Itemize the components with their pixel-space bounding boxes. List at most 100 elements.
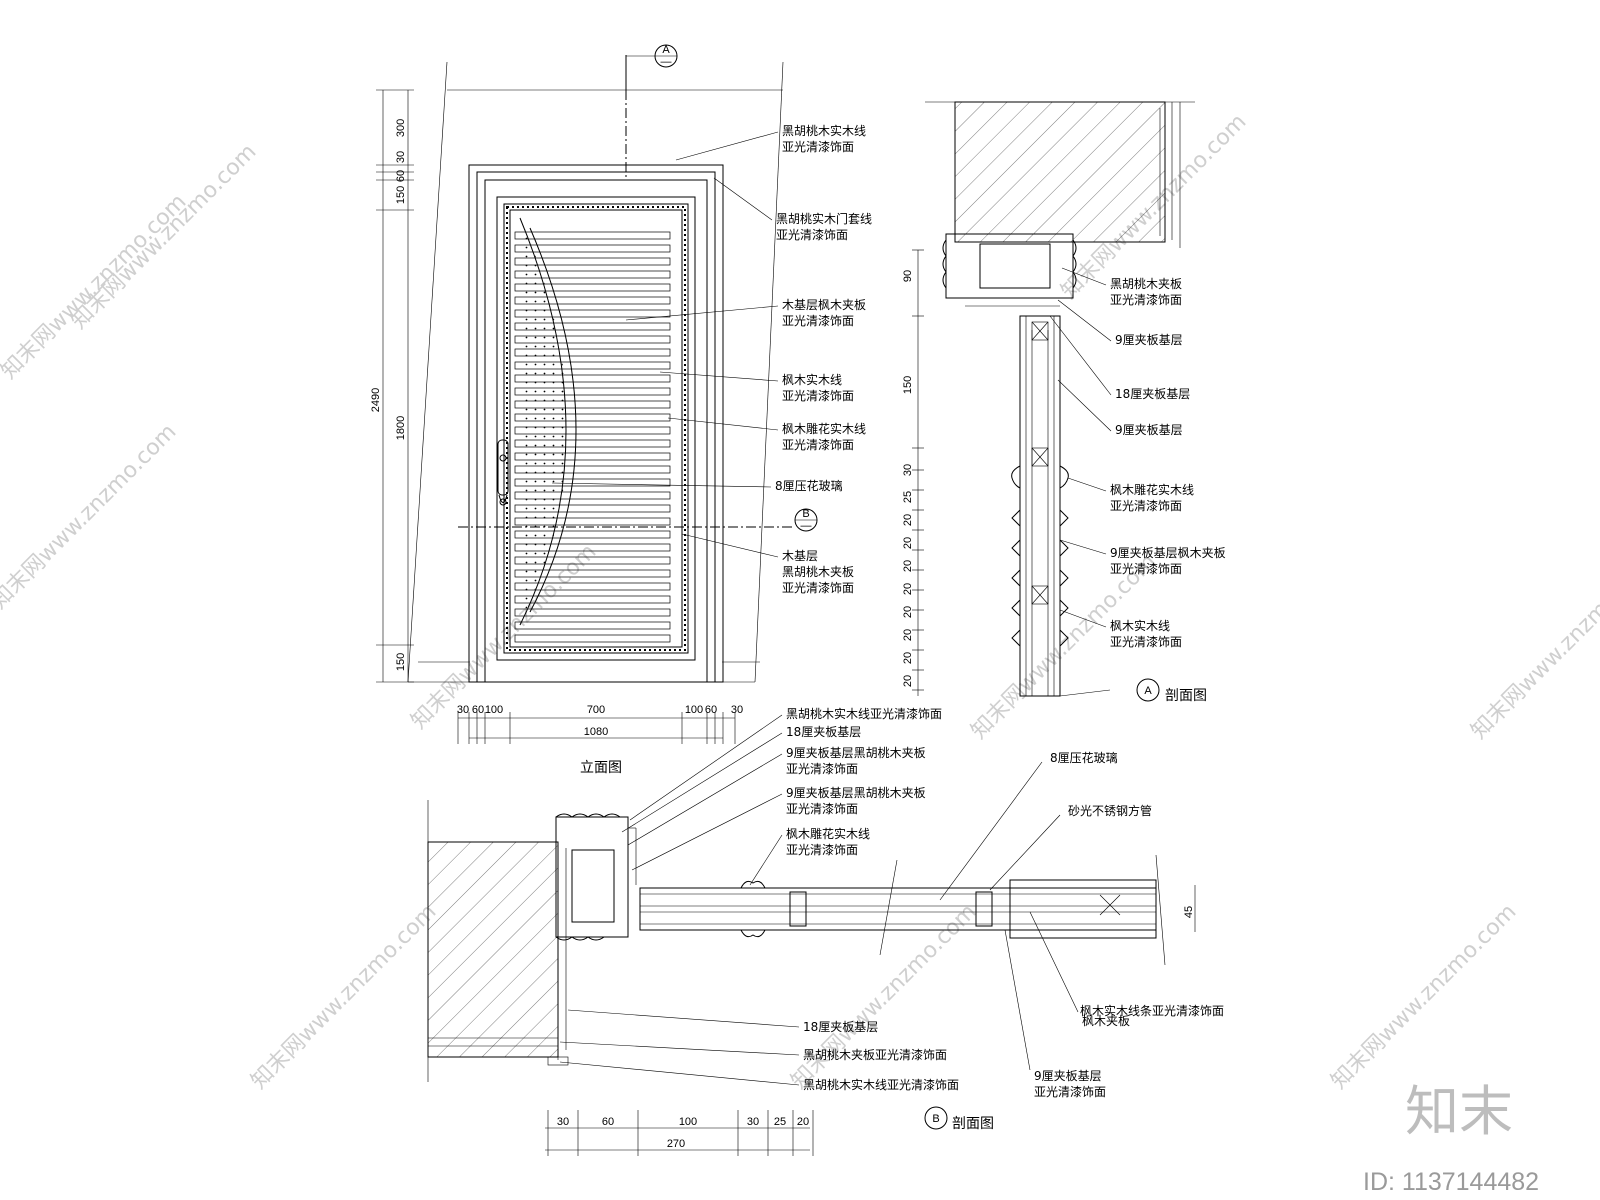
- elevation-label: 黑胡桃木实木线: [782, 123, 866, 138]
- watermark-3: 知末网www.znzmo.com: [0, 419, 181, 614]
- leader-line: [1059, 609, 1107, 628]
- elevation-height-dim: 150: [395, 186, 407, 204]
- door-slat: [514, 322, 671, 331]
- leader-line: [625, 305, 779, 321]
- section-b-label: 亚光清漆饰面: [786, 843, 858, 857]
- watermark-2: 知末网www.znzmo.com: [67, 139, 262, 334]
- door-slat: [514, 517, 671, 526]
- section-a-dim: 20: [902, 675, 914, 687]
- elevation-label: 枫木雕花实木线: [782, 421, 866, 436]
- door-slat: [514, 387, 671, 396]
- section-a-label: 亚光清漆饰面: [1110, 499, 1182, 513]
- section-a-wall: [954, 101, 1166, 243]
- section-b-dim: 20: [797, 1116, 809, 1128]
- section-marker-b-letter: B: [802, 508, 809, 520]
- section-b-marker: [924, 1106, 948, 1130]
- door-slat: [514, 556, 671, 565]
- leader-line: [627, 753, 783, 846]
- section-b-dim: 30: [557, 1116, 569, 1128]
- section-b-label: 亚光清漆饰面: [786, 762, 858, 776]
- section-a-dim: 20: [902, 537, 914, 549]
- watermark-8: 知末网www.znzmo.com: [787, 899, 982, 1094]
- watermark-7: 知末网www.znzmo.com: [247, 899, 442, 1094]
- section-a-dim: 20: [902, 652, 914, 664]
- section-b-dim-right: 45: [1183, 906, 1195, 918]
- brand-id: ID: 1137144482: [1363, 1168, 1539, 1196]
- door-panel-core: [509, 209, 683, 648]
- elevation-label: 亚光清漆饰面: [776, 228, 848, 242]
- section-a-label: 枫木实木线: [1110, 618, 1170, 633]
- leader-line: [629, 714, 783, 821]
- section-b-9mm-label: 亚光清漆饰面: [1034, 1085, 1106, 1099]
- elevation-width-dim: 60: [472, 704, 484, 716]
- section-b-label: 9厘夹板基层黑胡桃木夹板: [786, 785, 926, 800]
- door-slat: [514, 608, 671, 617]
- elevation-width-dim: 60: [705, 704, 717, 716]
- door-slats: [514, 231, 671, 643]
- door-slat: [514, 257, 671, 266]
- elevation-label: 亚光清漆饰面: [782, 314, 854, 328]
- pattern-glass-fill: [525, 228, 568, 612]
- glass-arc-inner: [529, 227, 577, 613]
- leader-line: [551, 482, 772, 488]
- elevation-height-dim: 150: [395, 653, 407, 671]
- elevation-width-dim: 700: [587, 704, 605, 716]
- section-a-label: 9厘夹板基层: [1115, 423, 1183, 437]
- elevation-label: 枫木实木线: [782, 372, 842, 387]
- section-a-label: 黑胡桃木夹板: [1110, 276, 1182, 291]
- section-b-dim: 30: [747, 1116, 759, 1128]
- elevation-title: 立面图: [580, 760, 622, 776]
- section-a-label: 亚光清漆饰面: [1110, 635, 1182, 649]
- leader-line: [1061, 267, 1107, 286]
- leader-line: [749, 834, 783, 886]
- elevation-width-dim: 30: [457, 704, 469, 716]
- door-slat: [514, 582, 671, 591]
- watermark-9: 知末网www.znzmo.com: [1327, 899, 1522, 1094]
- elevation-label: 8厘压花玻璃: [775, 478, 843, 493]
- section-a-marker: [1136, 678, 1160, 702]
- door-slat: [514, 439, 671, 448]
- section-b-label: 18厘夹板基层: [786, 725, 861, 739]
- elevation-label: 亚光清漆饰面: [782, 389, 854, 403]
- section-b-maple-label: 枫木实木线条亚光清漆饰面: [1080, 1003, 1224, 1018]
- leader-line: [1059, 539, 1107, 555]
- leader-line: [621, 732, 783, 833]
- section-a-dim: 30: [902, 464, 914, 476]
- elevation-height-dim: 1800: [395, 416, 407, 440]
- section-marker-b-sub: —: [801, 520, 812, 532]
- section-b-dim: 25: [774, 1116, 786, 1128]
- section-a-dim: 150: [902, 376, 914, 394]
- section-b-maple-overlap: 枫木夹板: [1082, 1013, 1130, 1028]
- door-slat: [514, 231, 671, 240]
- section-b-dim: 60: [602, 1116, 614, 1128]
- elevation-label: 亚光清漆饰面: [782, 581, 854, 595]
- leader-line: [559, 1061, 800, 1086]
- section-b-label: 9厘夹板基层黑胡桃木夹板: [786, 745, 926, 760]
- section-a-dim: 20: [902, 560, 914, 572]
- door-slat: [514, 634, 671, 643]
- section-b-frame: [555, 816, 629, 938]
- door-slat: [514, 244, 671, 253]
- door-slat: [514, 621, 671, 630]
- leader-line: [675, 131, 779, 161]
- door-slat: [514, 543, 671, 552]
- section-marker-a-sub: —: [661, 56, 672, 68]
- leader-line: [659, 371, 779, 382]
- leader-line: [1057, 379, 1112, 432]
- leader-line: [1067, 477, 1107, 492]
- door-slat: [514, 595, 671, 604]
- section-a-label: 亚光清漆饰面: [1110, 562, 1182, 576]
- section-a-label: 9厘夹板基层枫木夹板: [1110, 545, 1226, 560]
- elevation-height-dim: 300: [395, 119, 407, 137]
- door-slat: [514, 270, 671, 279]
- elevation-label: 黑胡桃木夹板: [782, 564, 854, 579]
- door-slat: [514, 400, 671, 409]
- section-b-bottom-label: 黑胡桃木夹板亚光清漆饰面: [803, 1047, 947, 1062]
- elevation-label: 亚光清漆饰面: [782, 140, 854, 154]
- section-a-marker-letter: A: [1144, 685, 1152, 697]
- elevation-width-dim: 30: [731, 704, 743, 716]
- leader-line: [681, 533, 779, 558]
